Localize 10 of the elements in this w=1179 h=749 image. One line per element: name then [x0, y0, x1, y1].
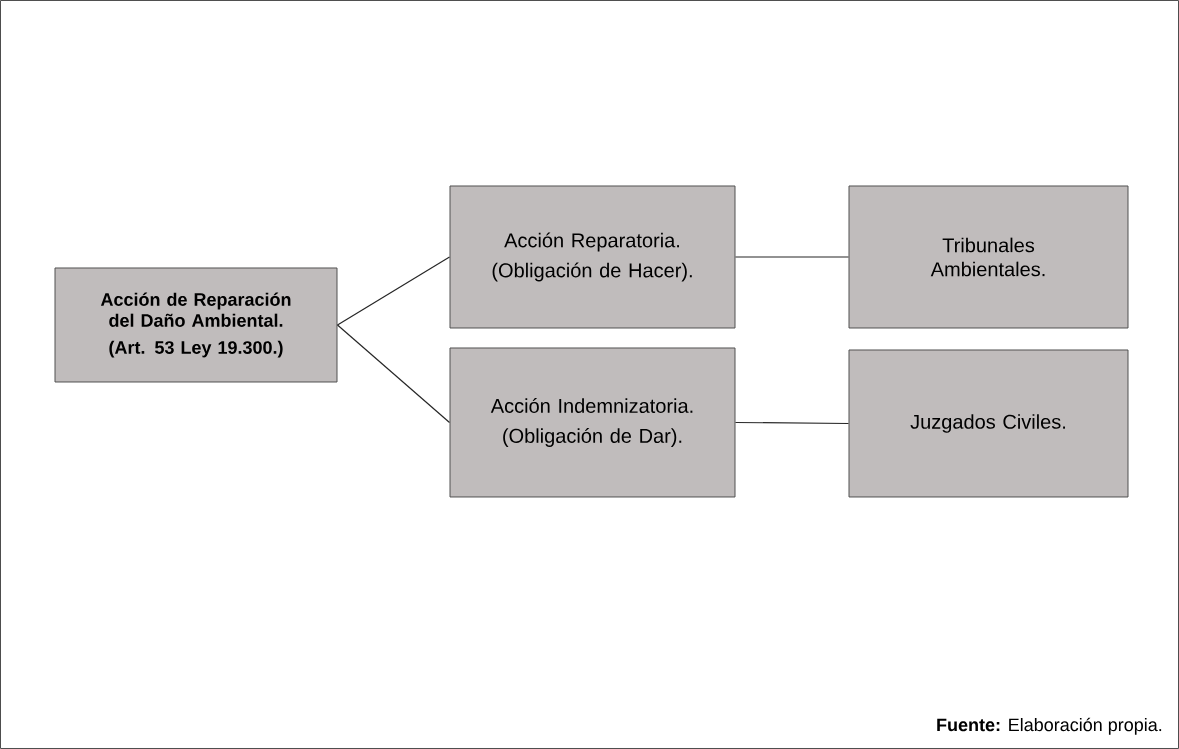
text-box: Acción Reparatoria. (Obligación de Hacer).	[449, 185, 736, 329]
text-box: Tribunales Ambientales.	[848, 185, 1129, 329]
connector-line	[734, 421, 850, 425]
source-note: Fuente: Elaboración propia.	[937, 717, 1162, 735]
text-box: Acción de Reparación del Daño Ambiental. (Art. 53 Ley 19.300.)	[54, 267, 338, 383]
text-box: Acción Indemnizatoria. (Obligación de Dar).	[449, 347, 736, 498]
connector-line	[336, 256, 451, 326]
connector-line	[336, 324, 451, 424]
connector-line	[734, 256, 850, 258]
text-box: Juzgados Civiles.	[848, 349, 1129, 498]
